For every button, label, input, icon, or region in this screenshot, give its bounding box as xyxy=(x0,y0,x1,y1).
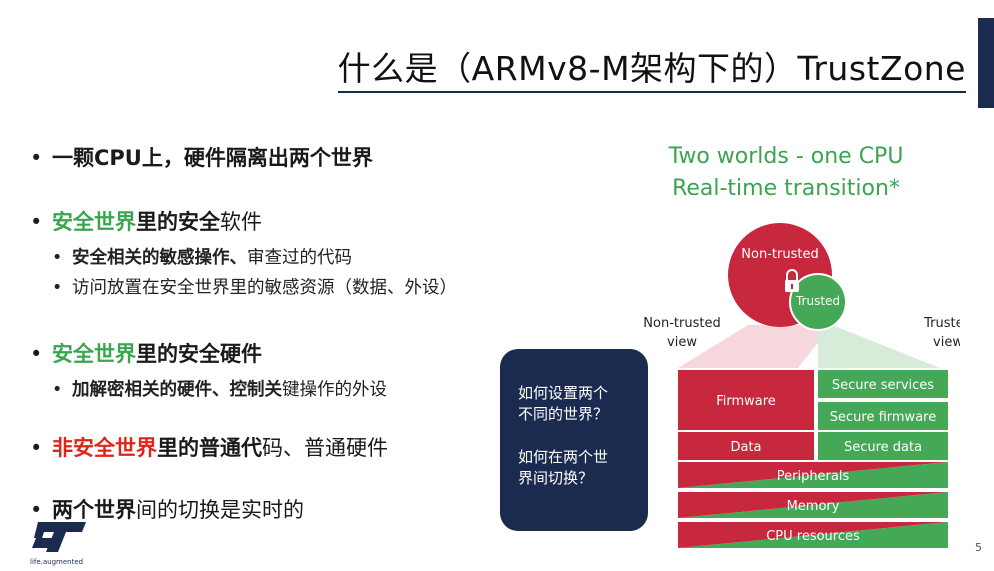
lock-icon xyxy=(785,269,799,292)
question-1-line2: 不同的世界？ xyxy=(518,405,609,423)
page-title: 什么是（ARMv8-M架构下的）TrustZone xyxy=(337,42,966,93)
st-logo-icon xyxy=(32,522,86,552)
question-box: 如何设置两个 不同的世界？ 如何在两个世 界间切换？ xyxy=(500,349,648,531)
secure-data-label: Secure data xyxy=(844,440,922,455)
bullet-secure-hardware-bold: 里的安全硬件 xyxy=(136,342,262,366)
cpu-resources-label: CPU resources xyxy=(766,529,860,544)
sub-bullet-crypto-rest: 键操作的外设 xyxy=(282,380,387,400)
bullet-switch-bold: 两个世界 xyxy=(52,498,136,522)
bullet-secure-bold: 里的安全 xyxy=(136,210,220,234)
bullet-nonsecure-label: 非安全世界 xyxy=(52,436,157,460)
bullet-nonsecure: •非安全世界里的普通代码、普通硬件 xyxy=(30,436,388,460)
sub-bullet-crypto-bold: 加解密相关的硬件、控制关 xyxy=(72,380,282,400)
bullet-nonsecure-bold: 里的普通代 xyxy=(157,436,262,460)
trusted-view-beam xyxy=(818,325,940,368)
diagram-heading-line2: Real-time transition* xyxy=(672,176,900,201)
diagram-heading-line1: Two worlds - one CPU xyxy=(668,144,904,169)
secure-services-label: Secure services xyxy=(832,378,934,393)
sub-bullet-crypto-hw: •加解密相关的硬件、控制关键操作的外设 xyxy=(52,380,387,400)
data-label: Data xyxy=(730,440,761,455)
cpu-resources-block xyxy=(678,522,948,548)
sub-bullet-access-text: 访问放置在安全世界里的敏感资源（数据、外设） xyxy=(72,278,457,298)
memory-block xyxy=(678,492,948,518)
secure-firmware-block xyxy=(818,402,948,430)
bullet-secure-rest: 软件 xyxy=(220,210,262,234)
bullet-secure-world-label: 安全世界 xyxy=(52,210,136,234)
sub-bullet-sensitive-bold: 安全相关的敏感操作、 xyxy=(72,248,247,268)
bullet-secure-software: •安全世界里的安全软件 xyxy=(30,210,262,234)
question-1-line1: 如何设置两个 xyxy=(518,384,609,402)
peripherals-block xyxy=(678,462,948,488)
bullet-secure-hardware: •安全世界里的安全硬件 xyxy=(30,342,262,366)
question-2-line2: 界间切换？ xyxy=(518,469,594,487)
trusted-view-label-line2: view xyxy=(933,335,960,350)
secure-data-block xyxy=(818,432,948,460)
secure-firmware-label: Secure firmware xyxy=(830,410,936,425)
logo-tagline: life.augmented xyxy=(30,558,84,566)
peripherals-label: Peripherals xyxy=(777,469,850,484)
memory-label: Memory xyxy=(787,499,840,514)
question-2-line1: 如何在两个世 xyxy=(518,448,609,466)
nontrusted-view-beam xyxy=(678,325,832,368)
trusted-circle-label: Trusted xyxy=(795,294,840,308)
bullet-nonsecure-rest: 码、普通硬件 xyxy=(262,436,388,460)
secure-services-block xyxy=(818,370,948,398)
trusted-circle xyxy=(789,273,847,331)
sub-bullet-access-resources: •访问放置在安全世界里的敏感资源（数据、外设） xyxy=(52,278,457,298)
firmware-block xyxy=(678,370,814,430)
sub-bullet-sensitive-ops: •安全相关的敏感操作、审查过的代码 xyxy=(52,248,352,268)
title-wrap: 什么是（ARMv8-M架构下的）TrustZone xyxy=(0,42,966,93)
nontrusted-circle-label: Non-trusted xyxy=(741,247,818,262)
trustzone-diagram: Two worlds - one CPU Real-time transitio… xyxy=(643,144,960,548)
firmware-label: Firmware xyxy=(716,394,776,409)
data-block xyxy=(678,432,814,460)
nontrusted-view-label-line2: view xyxy=(667,335,697,350)
sub-bullet-sensitive-rest: 审查过的代码 xyxy=(247,248,352,268)
bullet-secure-world-label-2: 安全世界 xyxy=(52,342,136,366)
page-number: 5 xyxy=(975,541,982,554)
bullet-one-cpu-text: 一颗CPU上，硬件隔离出两个世界 xyxy=(52,146,373,170)
accent-bar xyxy=(978,18,994,108)
bullet-switch-rest: 间的切换是实时的 xyxy=(136,498,304,522)
bullet-realtime-switch: •两个世界间的切换是实时的 xyxy=(30,498,304,522)
bullet-one-cpu: •一颗CPU上，硬件隔离出两个世界 xyxy=(30,146,373,170)
trusted-view-label-line1: Trusted xyxy=(923,316,960,331)
nontrusted-view-label-line1: Non-trusted xyxy=(643,316,720,331)
